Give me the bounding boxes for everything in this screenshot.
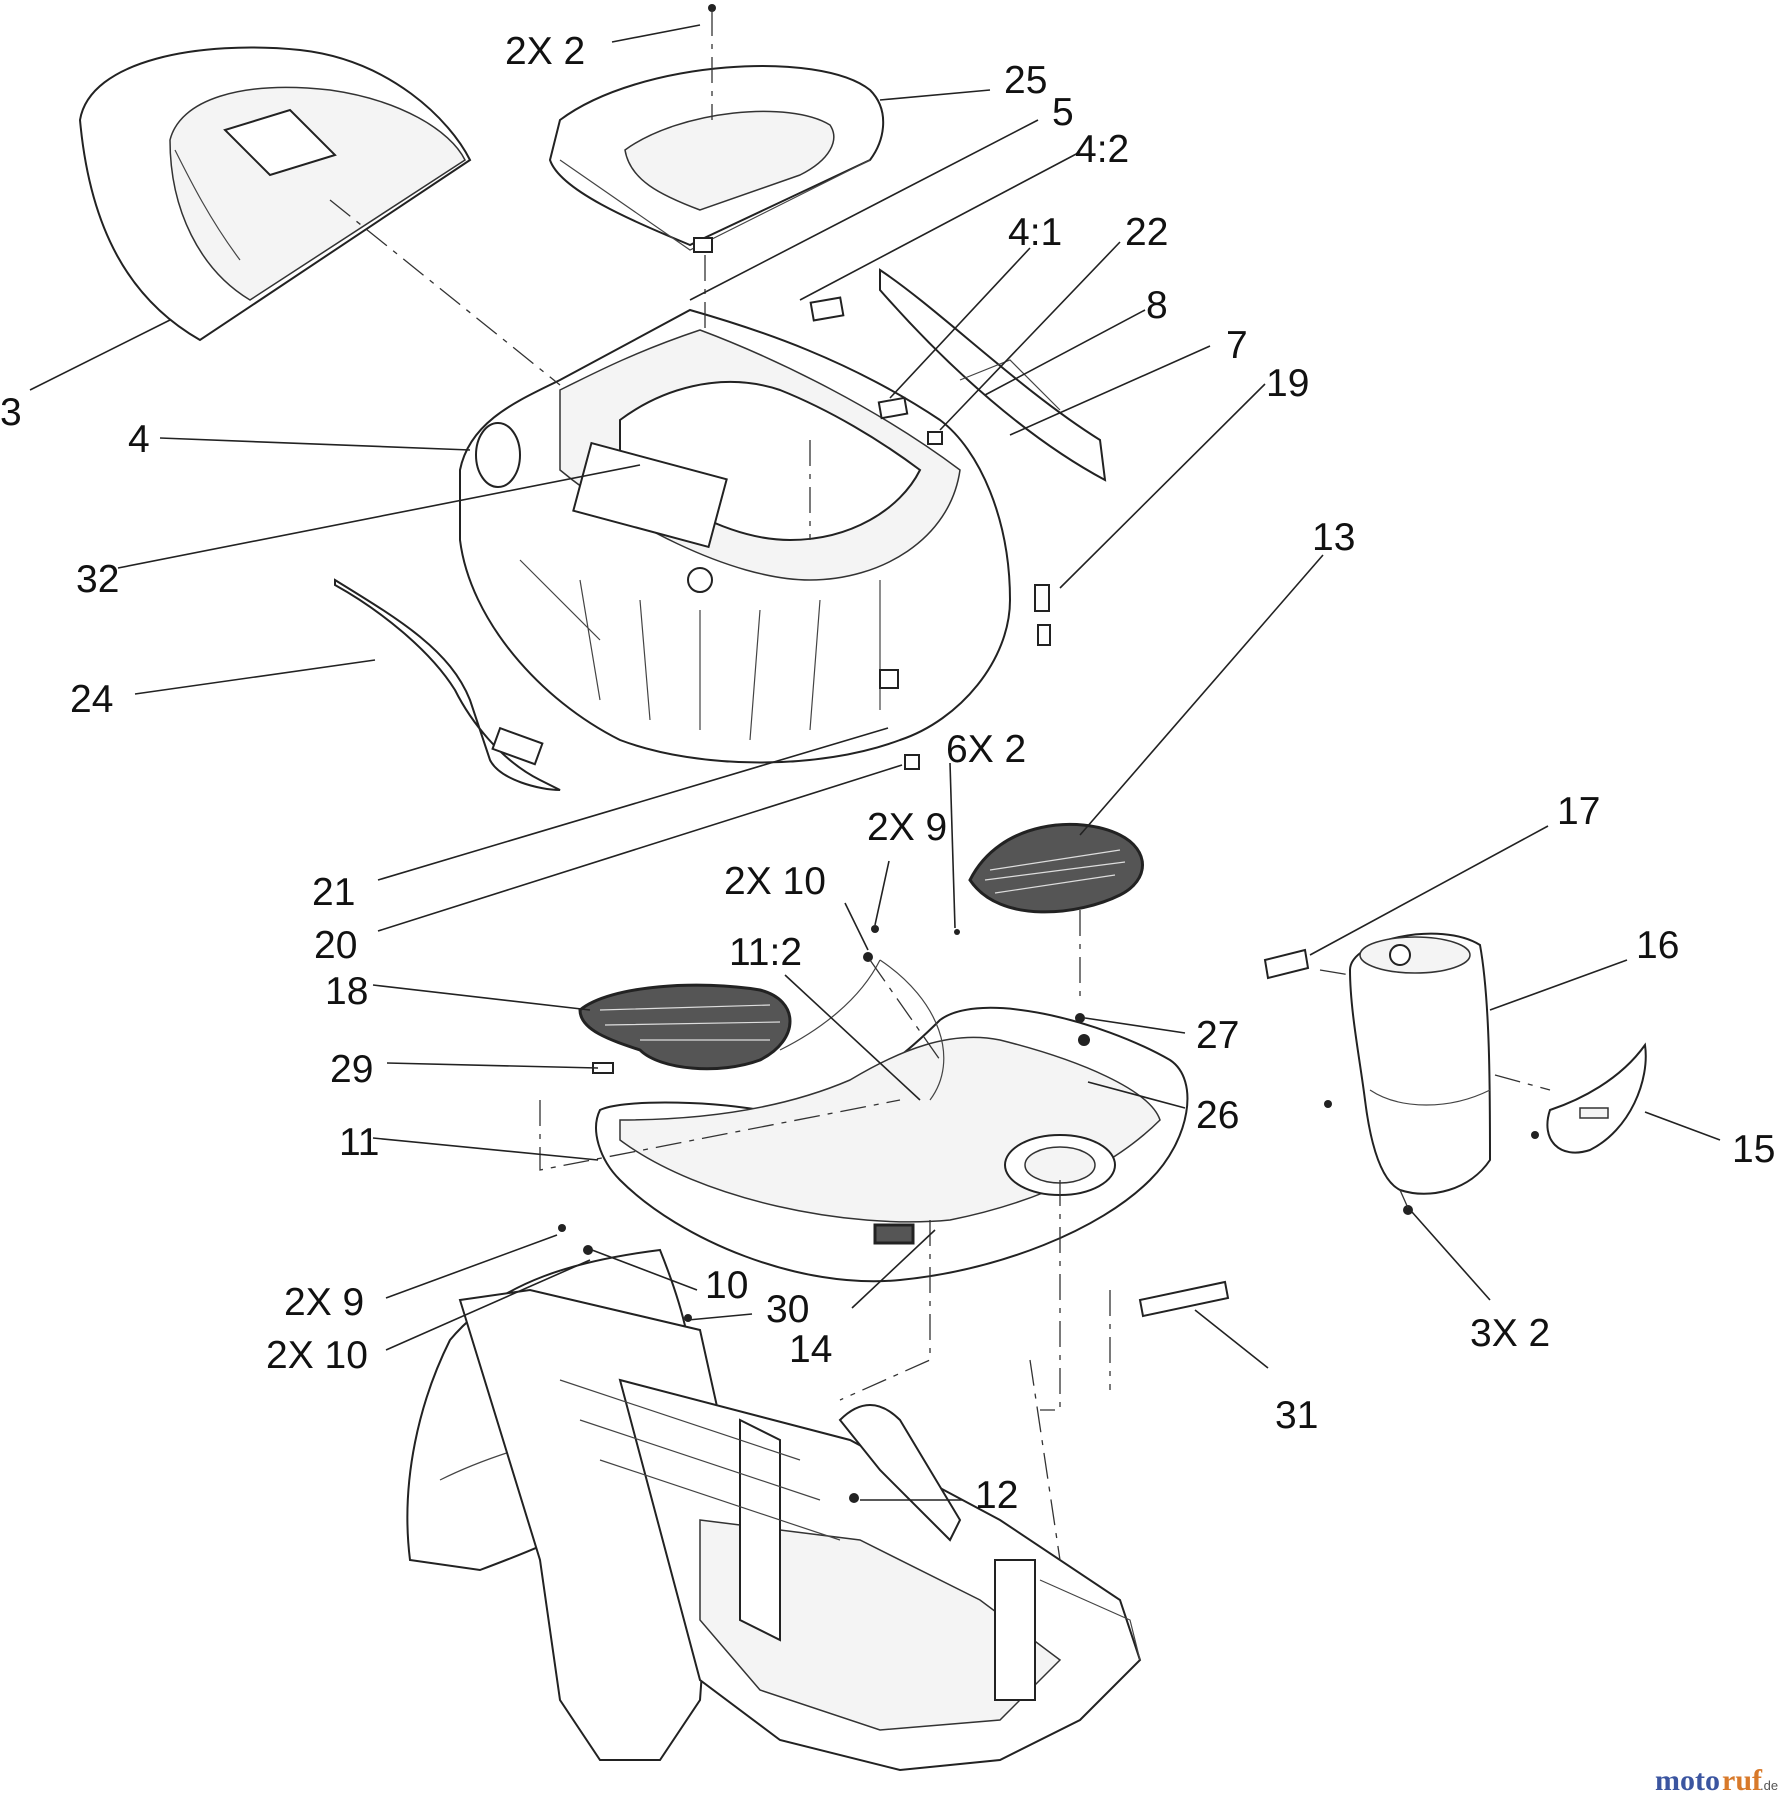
label-2x9-low: 2X 9 <box>284 1281 364 1324</box>
label-24: 24 <box>70 678 113 721</box>
label-11-2: 11:2 <box>729 931 802 974</box>
label-11: 11 <box>339 1121 380 1164</box>
label-5: 5 <box>1052 91 1074 134</box>
label-27: 27 <box>1196 1014 1239 1057</box>
label-14: 14 <box>789 1328 832 1371</box>
watermark-logo: moto ruf .de <box>1655 1764 1778 1797</box>
label-18: 18 <box>325 970 368 1013</box>
leader-lines <box>29 24 1721 1501</box>
footrest-grille-right-part <box>968 823 1144 914</box>
rear-cover-part <box>1348 932 1492 1195</box>
label-32: 32 <box>76 558 119 601</box>
label-7: 7 <box>1226 324 1248 367</box>
label-17: 17 <box>1557 790 1600 833</box>
small-decals <box>809 296 1051 770</box>
decal-31-part <box>1138 1280 1230 1318</box>
footrest-grille-left-part <box>578 983 792 1071</box>
label-29: 29 <box>330 1048 373 1091</box>
hood-panel-part <box>548 65 885 253</box>
seat-part <box>78 46 472 342</box>
label-13: 13 <box>1312 516 1355 559</box>
label-10: 10 <box>705 1264 748 1307</box>
frame-part <box>406 1248 1142 1772</box>
watermark-part1: moto <box>1655 1764 1720 1797</box>
label-12: 12 <box>975 1474 1018 1517</box>
label-26: 26 <box>1196 1094 1239 1137</box>
label-4: 4 <box>128 418 150 461</box>
watermark-suffix: .de <box>1760 1778 1778 1793</box>
label-4-1: 4:1 <box>1008 211 1062 254</box>
label-20: 20 <box>314 924 357 967</box>
label-25: 25 <box>1004 59 1047 102</box>
label-22: 22 <box>1125 211 1168 254</box>
callout-labels: 2X 2 25 5 4:2 4:1 22 8 7 19 3 4 32 24 13… <box>0 30 1775 1517</box>
label-15: 15 <box>1732 1128 1775 1171</box>
label-8: 8 <box>1146 284 1168 327</box>
watermark-part2: ruf <box>1722 1764 1763 1797</box>
label-19: 19 <box>1266 362 1309 405</box>
label-2x2-top: 2X 2 <box>505 30 585 73</box>
decal-strip-left-part <box>334 578 561 791</box>
label-3x2: 3X 2 <box>1470 1312 1550 1355</box>
label-2x10-mid: 2X 10 <box>724 860 826 903</box>
label-21: 21 <box>312 871 355 914</box>
label-31: 31 <box>1275 1394 1318 1437</box>
emblem-plate-part <box>1546 1042 1647 1154</box>
label-30: 30 <box>766 1288 809 1331</box>
label-4-2: 4:2 <box>1075 128 1129 171</box>
decal-17-part <box>1263 948 1310 980</box>
alignment-lines <box>329 10 1551 1561</box>
label-2x9-mid: 2X 9 <box>867 806 947 849</box>
footplate-body-part <box>592 959 1189 1283</box>
label-3: 3 <box>0 391 22 434</box>
fastener-dots <box>558 4 1539 1503</box>
label-6x2: 6X 2 <box>946 728 1026 771</box>
label-2x10-low: 2X 10 <box>266 1334 368 1377</box>
label-16: 16 <box>1636 924 1679 967</box>
body-hood-part <box>459 308 1012 764</box>
